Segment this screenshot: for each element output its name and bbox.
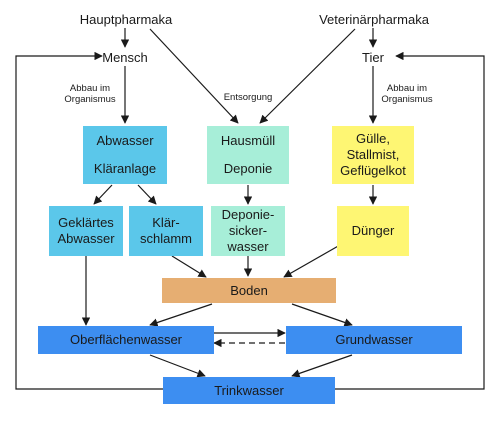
node-hausmuell: Hausmüll (220, 133, 276, 149)
source-veterinaerpharmaka: Veterinärpharmaka (319, 12, 429, 27)
arrow-grundwasser-trinkwasser (291, 354, 353, 378)
node-boden: Boden (162, 278, 336, 303)
label-human-metabolism: Abbau im Organismus (64, 83, 116, 106)
node-geklaertes-abwasser: Geklärtes Abwasser (49, 206, 123, 256)
node-grundwasser: Grundwasser (286, 326, 462, 354)
label-animal-metabolism: Abbau im Organismus (381, 83, 433, 106)
arrow-hauptpharmaka-hausmuell (149, 28, 239, 124)
node-deponie: Deponie (223, 161, 273, 176)
node-abwasser-klaeranlage: Abwasser Kläranlage (83, 126, 167, 184)
arrow-duenger-boden (283, 244, 341, 278)
node-klaeranlage: Kläranlage (93, 161, 157, 176)
arrow-oberflaechen-trinkwasser (149, 354, 206, 378)
arrow-klaeranlage-geklaertes (93, 184, 113, 205)
node-duenger: Dünger (337, 206, 409, 256)
arrow-boden-grundwasser (291, 303, 353, 327)
arrow-veterinaer-hausmuell (259, 28, 356, 124)
node-deponie-sickerwasser: Deponie- sicker- wasser (211, 206, 285, 256)
arrow-klaeranlage-klaerschlamm (137, 184, 157, 205)
receiver-mensch: Mensch (102, 50, 148, 65)
node-hausmuell-deponie: Hausmüll Deponie (207, 126, 289, 184)
receiver-tier: Tier (362, 50, 384, 65)
node-oberflaechenwasser: Oberflächenwasser (38, 326, 214, 354)
source-hauptpharmaka: Hauptpharmaka (79, 12, 173, 27)
label-disposal: Entsorgung (223, 92, 273, 103)
arrow-trinkwasser-mensch (15, 51, 163, 390)
node-abwasser: Abwasser (96, 133, 154, 149)
node-klaerschlamm: Klär- schlamm (129, 206, 203, 256)
node-guelle: Gülle, Stallmist, Geflügelkot (332, 126, 414, 184)
arrow-trinkwasser-tier (335, 51, 485, 390)
arrow-klaerschlamm-boden (171, 255, 207, 278)
arrow-boden-oberflaechen (149, 303, 213, 327)
node-trinkwasser: Trinkwasser (163, 377, 335, 404)
